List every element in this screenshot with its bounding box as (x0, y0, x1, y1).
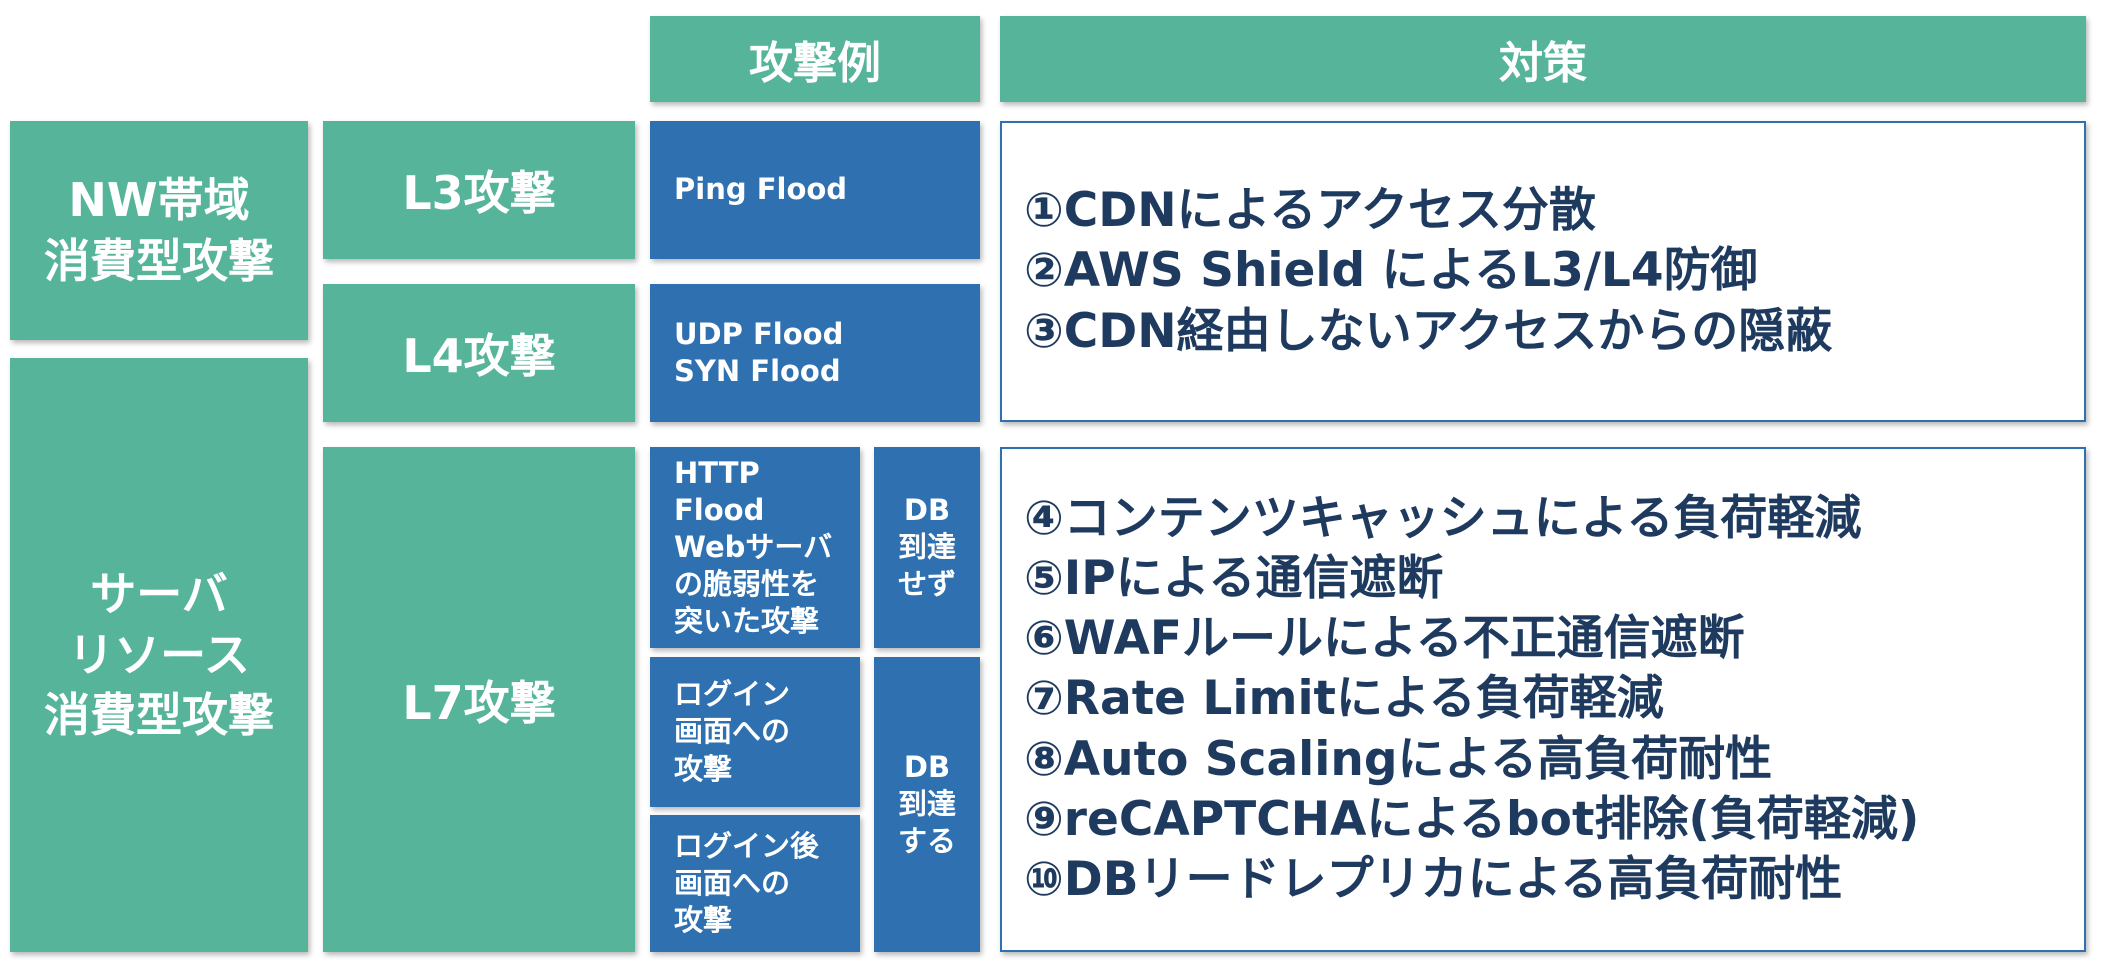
countermeasure-item: ③CDN経由しないアクセスからの隠蔽 (1024, 303, 1833, 359)
example-after-login-screen-label: ログイン後 画面への 攻撃 (674, 828, 820, 938)
example-udp-syn-flood-label: UDP Flood SYN Flood (674, 316, 844, 388)
countermeasure-item: ⑧Auto Scalingによる高負荷耐性 (1024, 731, 1773, 787)
countermeasures-l7: ④コンテンツキャッシュによる負荷軽減 ⑤IPによる通信遮断 ⑥WAFルールによる… (1000, 447, 2086, 952)
header-countermeasure-label: 対策 (1499, 38, 1587, 89)
example-udp-syn-flood: UDP Flood SYN Flood (650, 284, 980, 422)
countermeasure-item: ②AWS Shield によるL3/L4防御 (1024, 243, 1758, 299)
example-http-flood: HTTP Flood Webサーバ の脆弱性を 突いた攻撃 (650, 447, 860, 648)
attack-layer-l3: L3攻撃 (323, 121, 635, 259)
category-server-resource-label: サーバ リソース 消費型攻撃 (44, 566, 274, 743)
category-nw-bandwidth-label: NW帯域 消費型攻撃 (44, 172, 274, 288)
db-not-reach: DB 到達 せず (874, 447, 980, 648)
attack-layer-l3-label: L3攻撃 (402, 166, 556, 220)
countermeasure-item: ⑩DBリードレプリカによる高負荷耐性 (1024, 851, 1843, 907)
header-attack-example-label: 攻撃例 (749, 38, 881, 89)
countermeasure-item: ⑦Rate Limitによる負荷軽減 (1024, 671, 1664, 727)
example-ping-flood: Ping Flood (650, 121, 980, 259)
countermeasure-item: ⑥WAFルールによる不正通信遮断 (1024, 611, 1745, 667)
db-reach: DB 到達 する (874, 657, 980, 952)
category-server-resource: サーバ リソース 消費型攻撃 (10, 358, 308, 952)
example-http-flood-label: HTTP Flood Webサーバ の脆弱性を 突いた攻撃 (674, 455, 833, 639)
db-reach-label: DB 到達 する (897, 749, 956, 859)
countermeasures-l3-l4: ①CDNによるアクセス分散 ②AWS Shield によるL3/L4防御 ③CD… (1000, 121, 2086, 422)
header-attack-example: 攻撃例 (650, 16, 980, 102)
category-nw-bandwidth: NW帯域 消費型攻撃 (10, 121, 308, 340)
countermeasure-item: ①CDNによるアクセス分散 (1024, 183, 1596, 239)
attack-layer-l7-label: L7攻撃 (402, 675, 556, 730)
example-login-screen: ログイン 画面への 攻撃 (650, 657, 860, 807)
countermeasure-item: ④コンテンツキャッシュによる負荷軽減 (1024, 490, 1862, 546)
example-login-screen-label: ログイン 画面への 攻撃 (674, 677, 791, 786)
example-after-login-screen: ログイン後 画面への 攻撃 (650, 815, 860, 952)
header-countermeasure: 対策 (1000, 16, 2086, 102)
countermeasure-item: ⑤IPによる通信遮断 (1024, 551, 1444, 607)
countermeasures-l7-list: ④コンテンツキャッシュによる負荷軽減 ⑤IPによる通信遮断 ⑥WAFルールによる… (1024, 489, 1919, 910)
countermeasures-l3-l4-list: ①CDNによるアクセス分散 ②AWS Shield によるL3/L4防御 ③CD… (1024, 181, 1832, 361)
attack-layer-l4: L4攻撃 (323, 284, 635, 422)
attack-layer-l7: L7攻撃 (323, 447, 635, 952)
attack-layer-l4-label: L4攻撃 (402, 329, 556, 383)
countermeasure-item: ⑨reCAPTCHAによるbot排除(負荷軽減) (1024, 791, 1920, 847)
example-ping-flood-label: Ping Flood (674, 172, 848, 207)
db-not-reach-label: DB 到達 せず (897, 492, 956, 602)
